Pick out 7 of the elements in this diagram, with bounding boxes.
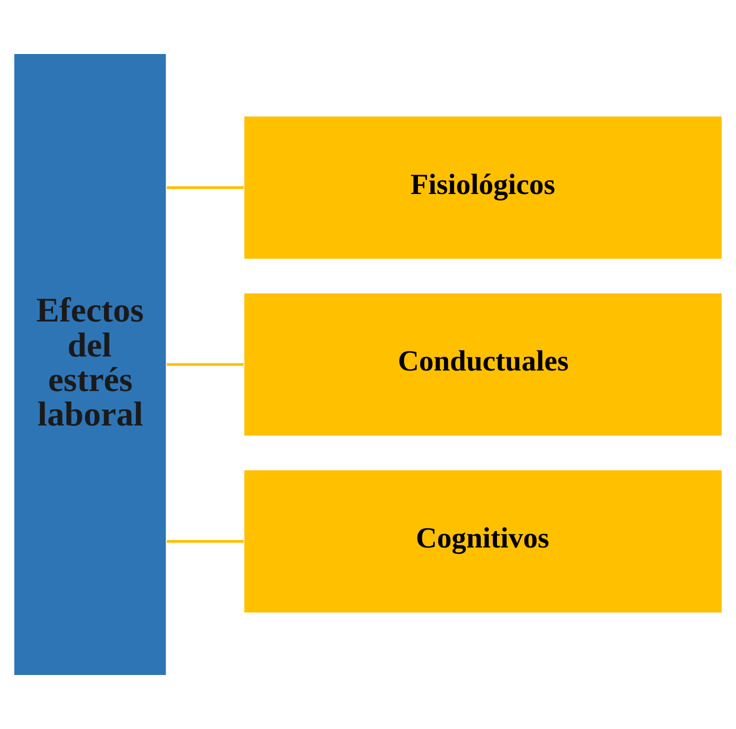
connector [166, 363, 244, 366]
connector [166, 186, 244, 189]
node-box: Fisiológicos [243, 115, 724, 260]
connector [166, 540, 244, 543]
node-box: Efectos del estrés laboral [12, 52, 168, 676]
node-box: Cognitivos [243, 468, 724, 614]
node-box: Conductuales [243, 292, 724, 437]
